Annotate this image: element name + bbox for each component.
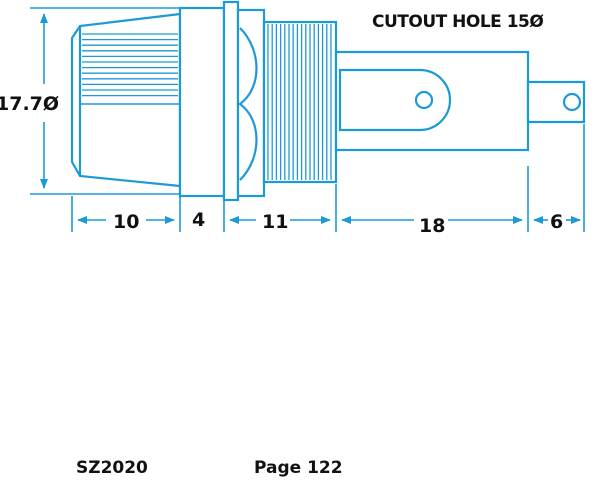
horizontal-dimensions: 10 4 11 18 6 <box>77 209 581 237</box>
terminal-tab <box>526 80 586 124</box>
threaded-bushing <box>236 8 338 198</box>
cap-knurling <box>82 33 178 97</box>
terminal-hole-1 <box>414 90 434 110</box>
fuse-cap <box>70 12 182 188</box>
thread-ridges <box>267 24 332 180</box>
body-label: 18 <box>419 215 445 237</box>
terminal-hole-2 <box>562 92 582 112</box>
part-number: SZ2020 <box>76 458 148 478</box>
cap-length-label: 10 <box>113 211 139 233</box>
tab-label: 6 <box>550 211 563 233</box>
flange-label: 4 <box>192 209 205 231</box>
mounting-flange <box>178 0 240 202</box>
diameter-dimension: 17.7Ø <box>0 7 180 195</box>
holder-body <box>334 50 530 152</box>
diameter-label: 17.7Ø <box>0 93 59 115</box>
cutout-hole-label: CUTOUT HOLE 15Ø <box>372 12 544 32</box>
thread-label: 11 <box>262 211 288 233</box>
page-reference: Page 122 <box>254 458 343 478</box>
extension-lines <box>71 124 585 232</box>
